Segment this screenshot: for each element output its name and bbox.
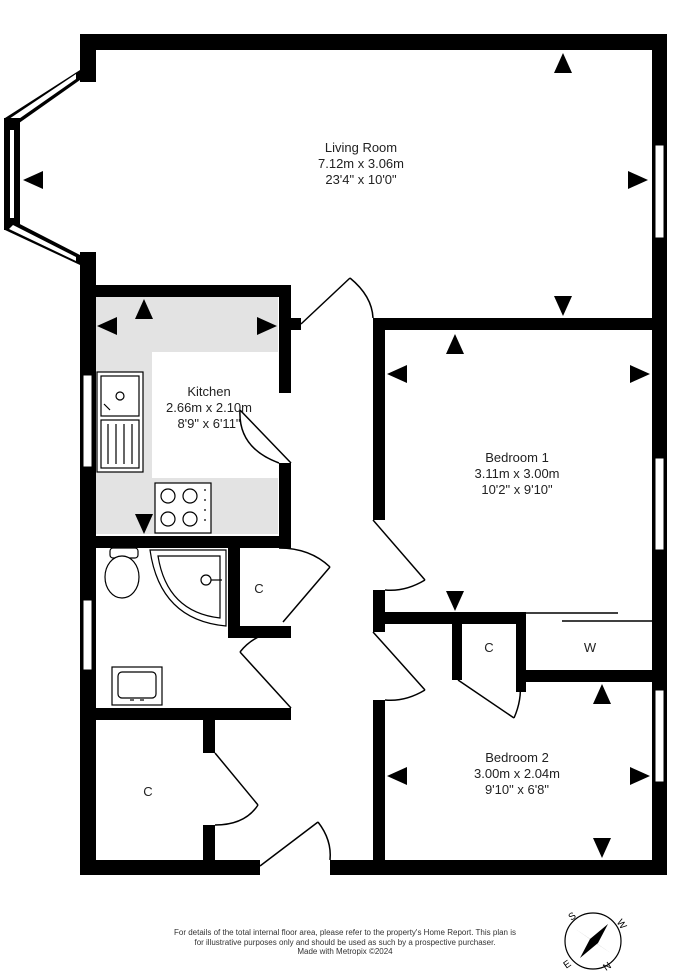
bedroom-2-cupboard-label: C [484, 640, 493, 655]
living-room-name: Living Room [325, 140, 397, 155]
interior-walls [80, 285, 667, 875]
kitchen-sink [96, 371, 144, 473]
bedroom-1-metric: 3.11m x 3.00m [474, 466, 559, 481]
toilet [104, 547, 140, 599]
bedroom-2-name: Bedroom 2 [485, 750, 549, 765]
kitchen-metric: 2.66m x 2.10m [166, 400, 252, 415]
wardrobe-label: W [584, 640, 597, 655]
bedroom-1-name: Bedroom 1 [485, 450, 549, 465]
bedroom-1-label: Bedroom 1 3.11m x 3.00m 10'2" x 9'10" [474, 450, 559, 497]
footer-disclaimer: For details of the total internal floor … [150, 928, 540, 957]
kitchen-name: Kitchen [187, 384, 230, 399]
living-room-imperial: 23'4" x 10'0" [325, 172, 397, 187]
footer-line-3: Made with Metropix ©2024 [297, 947, 393, 956]
bay-window [4, 70, 80, 265]
hall-cupboard-label: C [143, 784, 152, 799]
kitchen-hob [154, 482, 212, 534]
compass: S W E N [562, 910, 629, 973]
bedroom-2-label: Bedroom 2 3.00m x 2.04m 9'10" x 6'8" [474, 750, 560, 797]
wardrobe-doors [526, 612, 652, 622]
bathroom-cupboard-label: C [254, 581, 263, 596]
footer-line-2: for illustrative purposes only and shoul… [194, 937, 496, 947]
living-room-metric: 7.12m x 3.06m [318, 156, 404, 171]
compass-needle [580, 924, 608, 958]
bathroom-basin [111, 666, 163, 706]
windows [82, 144, 665, 783]
kitchen-imperial: 8'9" x 6'11" [177, 416, 240, 431]
shower [149, 549, 227, 627]
kitchen-label: Kitchen 2.66m x 2.10m 8'9" x 6'11" [166, 384, 252, 431]
bedroom-1-imperial: 10'2" x 9'10" [481, 482, 553, 497]
bedroom-2-imperial: 9'10" x 6'8" [485, 782, 549, 797]
living-room-label: Living Room 7.12m x 3.06m 23'4" x 10'0" [318, 140, 404, 187]
footer-line-1: For details of the total internal floor … [174, 928, 516, 937]
compass-cross [574, 928, 612, 954]
door-swings [214, 277, 522, 867]
dimension-arrows [23, 53, 650, 858]
bedroom-2-metric: 3.00m x 2.04m [474, 766, 560, 781]
